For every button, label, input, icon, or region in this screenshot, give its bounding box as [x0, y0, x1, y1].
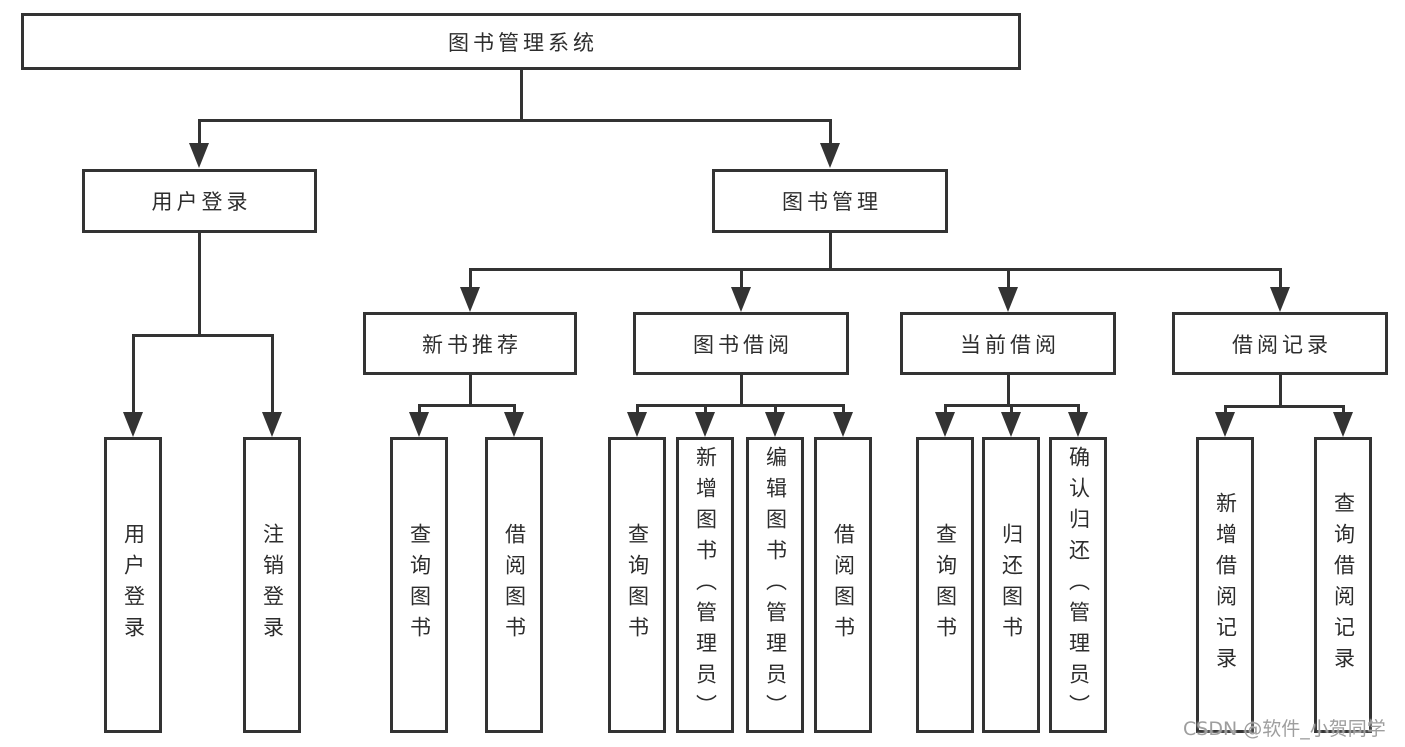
connector-line [740, 268, 743, 290]
connector-line [829, 233, 832, 270]
node-label: 用户登录 [151, 190, 252, 214]
leaf-add-borrow-record: 新增借阅记录 [1196, 437, 1254, 733]
arrow-down-icon [1215, 412, 1235, 437]
leaf-confirm-return-admin: 确认归还（管理员） [1049, 437, 1107, 733]
arrow-down-icon [998, 287, 1018, 312]
connector-line [1342, 405, 1345, 416]
node-borrow-records: 借阅记录 [1172, 312, 1388, 375]
leaf-label: 借阅图书 [831, 523, 856, 647]
leaf-label: 确认归还（管理员） [1066, 445, 1091, 725]
node-label: 图书管理系统 [448, 30, 598, 55]
connector-line [636, 404, 639, 416]
leaf-user-login: 用户登录 [104, 437, 162, 733]
arrow-down-icon [189, 143, 209, 168]
connector-line [520, 70, 523, 121]
node-new-book-recommend: 新书推荐 [363, 312, 577, 375]
connector-line [829, 119, 832, 147]
connector-line [842, 404, 845, 416]
arrow-down-icon [460, 287, 480, 312]
arrow-down-icon [765, 412, 785, 437]
node-book-management: 图书管理 [712, 169, 948, 233]
connector-line [636, 404, 845, 407]
node-book-borrow: 图书借阅 [633, 312, 849, 375]
connector-line [1007, 375, 1010, 407]
connector-line [1007, 268, 1010, 290]
arrow-down-icon [1068, 412, 1088, 437]
leaf-return-books: 归还图书 [982, 437, 1040, 733]
leaf-label: 归还图书 [999, 523, 1024, 647]
connector-line [944, 404, 947, 416]
node-label: 图书管理 [782, 190, 882, 214]
leaf-query-borrow-record: 查询借阅记录 [1314, 437, 1372, 733]
arrow-down-icon [935, 412, 955, 437]
node-current-borrow: 当前借阅 [900, 312, 1116, 375]
connector-line [513, 404, 516, 416]
leaf-add-books-admin: 新增图书（管理员） [676, 437, 734, 733]
leaf-query-books-borrow: 查询图书 [608, 437, 666, 733]
connector-line [1224, 405, 1227, 416]
connector-line [1010, 404, 1013, 416]
arrow-down-icon [1001, 412, 1021, 437]
connector-line [469, 268, 472, 290]
connector-line [418, 404, 421, 416]
leaf-label: 借阅图书 [502, 523, 527, 647]
node-label: 借阅记录 [1232, 332, 1332, 357]
leaf-label: 用户登录 [121, 523, 146, 647]
connector-line [132, 334, 274, 337]
leaf-query-books-recommend: 查询图书 [390, 437, 448, 733]
connector-line [198, 119, 832, 122]
arrow-down-icon [627, 412, 647, 437]
arrow-down-icon [833, 412, 853, 437]
node-label: 当前借阅 [960, 332, 1060, 357]
connector-line [774, 404, 777, 416]
connector-line [1224, 405, 1345, 408]
csdn-watermark: CSDN @软件_小贺同学 [1183, 718, 1386, 740]
arrow-down-icon [731, 287, 751, 312]
leaf-label: 新增借阅记录 [1213, 492, 1238, 678]
arrow-down-icon [1270, 287, 1290, 312]
connector-line [1279, 268, 1282, 290]
arrow-down-icon [820, 143, 840, 168]
leaf-query-books-current: 查询图书 [916, 437, 974, 733]
leaf-logout: 注销登录 [243, 437, 301, 733]
leaf-label: 注销登录 [260, 523, 285, 647]
leaf-label: 新增图书（管理员） [693, 445, 718, 725]
connector-line [198, 233, 201, 337]
arrow-down-icon [504, 412, 524, 437]
leaf-label: 查询借阅记录 [1331, 492, 1356, 678]
node-label: 图书借阅 [693, 332, 793, 357]
node-user-login: 用户登录 [82, 169, 317, 233]
leaf-borrow-books-recommend: 借阅图书 [485, 437, 543, 733]
connector-line [198, 119, 201, 147]
arrow-down-icon [409, 412, 429, 437]
arrow-down-icon [695, 412, 715, 437]
leaf-label: 查询图书 [933, 523, 958, 647]
connector-line [469, 375, 472, 407]
connector-line [132, 334, 135, 416]
leaf-borrow-books: 借阅图书 [814, 437, 872, 733]
arrow-down-icon [1333, 412, 1353, 437]
connector-line [704, 404, 707, 416]
leaf-label: 查询图书 [407, 523, 432, 647]
node-label: 新书推荐 [422, 332, 522, 357]
arrow-down-icon [123, 412, 143, 437]
connector-line [1279, 375, 1282, 408]
connector-line [1077, 404, 1080, 416]
connector-line [740, 375, 743, 407]
leaf-label: 查询图书 [625, 523, 650, 647]
connector-line [469, 268, 1282, 271]
connector-line [271, 334, 274, 416]
leaf-label: 编辑图书（管理员） [763, 445, 788, 725]
connector-line [418, 404, 516, 407]
arrow-down-icon [262, 412, 282, 437]
node-root-library-system: 图书管理系统 [21, 13, 1021, 70]
leaf-edit-books-admin: 编辑图书（管理员） [746, 437, 804, 733]
